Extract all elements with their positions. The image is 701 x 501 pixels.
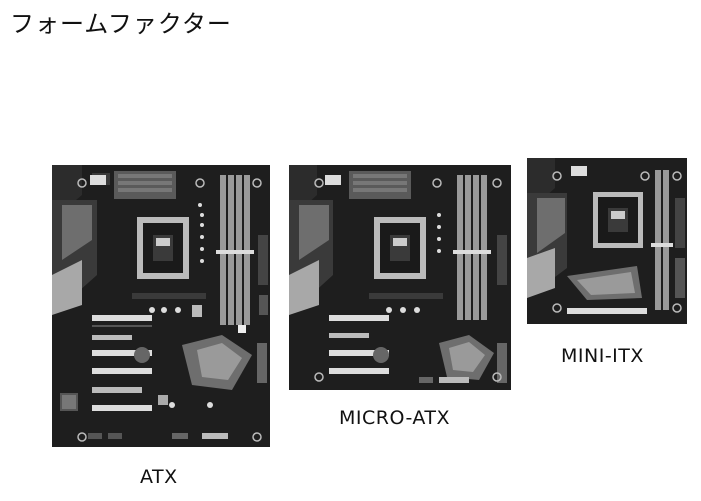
micro-atx-label: MICRO-ATX (339, 407, 450, 429)
page-title: フォームファクター (10, 4, 232, 39)
micro-atx-motherboard (289, 165, 511, 390)
atx-motherboard-illustration (52, 165, 270, 447)
mini-itx-label: MINI-ITX (561, 345, 644, 367)
atx-label: ATX (140, 466, 178, 488)
mini-itx-motherboard (527, 158, 687, 324)
mini-itx-motherboard-illustration (527, 158, 687, 324)
atx-motherboard (52, 165, 270, 447)
micro-atx-motherboard-illustration (289, 165, 511, 390)
